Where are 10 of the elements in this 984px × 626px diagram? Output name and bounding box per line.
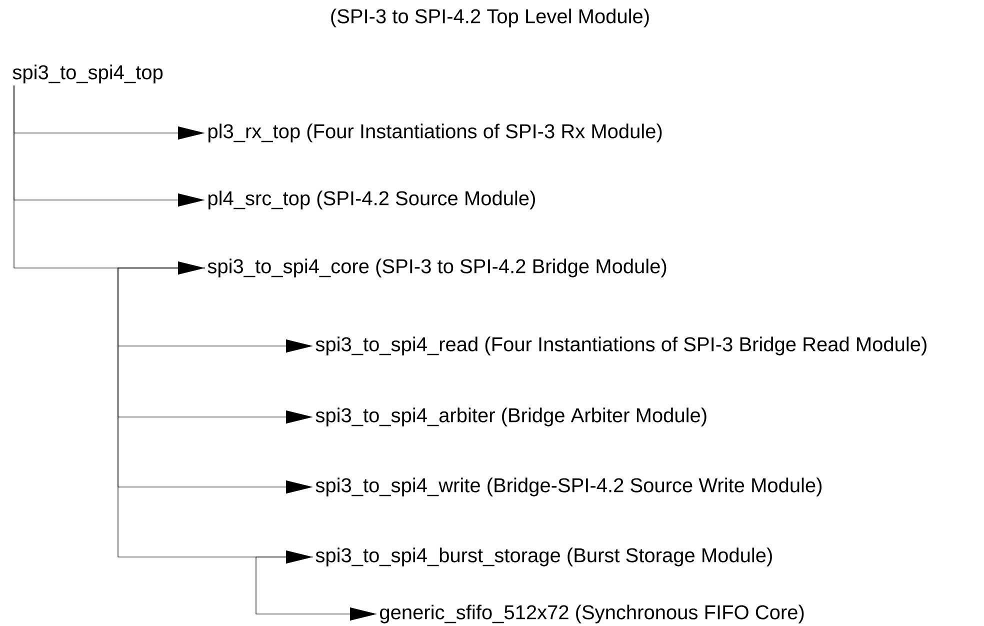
module-label: spi3_to_spi4_read (Four Instantiations of SPI-3 Bridge Read Module) [316,336,926,356]
module-label: spi3_to_spi4_arbiter (Bridge Arbiter Module) [316,408,706,426]
module-label: spi3_to_spi4_write (Bridge-SPI-4.2 Source Write Module) [316,478,822,496]
title: (SPI-3 to SPI-4.2 Top Level Module) [331,8,649,28]
module-label: spi3_to_spi4_core (SPI-3 to SPI-4.2 Bridge Module) [208,258,666,278]
module-label: pl3_rx_top (Four Instantiations of SPI-3 Rx Module) [208,124,662,142]
module-label: pl4_src_top (SPI-4.2 Source Module) [208,190,535,210]
module-label: generic_sfifo_512x72 (Synchronous FIFO Core) [380,604,804,624]
module-label: spi3_to_spi4_top [12,64,163,84]
module-label: spi3_to_spi4_burst_storage (Burst Storage Module) [316,548,772,566]
